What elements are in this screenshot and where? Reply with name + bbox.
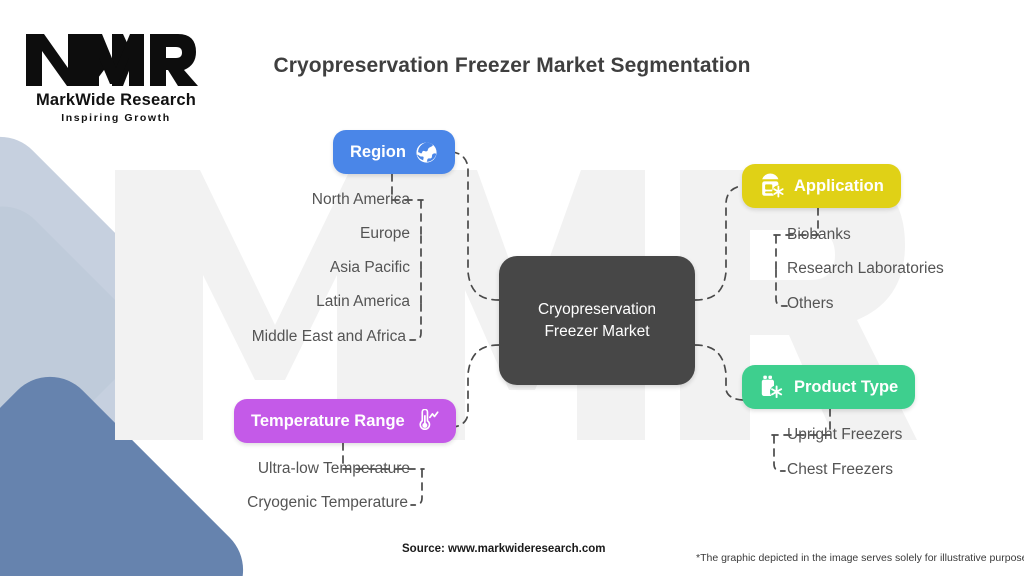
connector-application-item-2 [775, 269, 788, 307]
center-node-line-1: Cryopreservation [537, 300, 657, 318]
disclaimer-note: *The graphic depicted in the image serve… [696, 552, 1024, 564]
globe-icon [415, 141, 438, 164]
page-title: Cryopreservation Freezer Market Segmenta… [273, 54, 751, 77]
leaf-application-0: Biobanks [787, 226, 851, 243]
leaf-temperature-1: Cryogenic Temperature [247, 494, 408, 511]
connector-product-item-1 [773, 435, 786, 472]
source-credit: Source: www.markwideresearch.com [402, 543, 606, 555]
connector-region-item-1 [420, 200, 424, 236]
branch-pill-application[interactable]: Application [742, 164, 901, 208]
logo-company-name: MarkWide Research [35, 91, 197, 109]
chest-freezer-snowflake-icon [759, 374, 785, 400]
logo-tagline: Inspiring Growth [61, 112, 171, 124]
brand-logo: MarkWide Research Inspiring Growth [22, 28, 222, 124]
connector-center-application [694, 185, 745, 301]
connector-center-region [449, 151, 500, 301]
leaf-product-1: Chest Freezers [787, 461, 893, 478]
connector-center-temperature [451, 344, 500, 428]
connector-region-item-4 [409, 303, 422, 341]
branch-label-temperature-range: Temperature Range [251, 411, 405, 430]
connector-application-item-0 [773, 207, 819, 236]
freezer-snowflake-icon [759, 173, 785, 199]
connector-region-item-2 [420, 235, 424, 270]
connector-region-item-0 [391, 173, 424, 201]
thermometer-icon [414, 409, 439, 433]
branch-pill-temperature-range[interactable]: Temperature Range [234, 399, 456, 443]
leaf-region-3: Latin America [316, 293, 410, 310]
leaf-temperature-0: Ultra-low Temperature [257, 460, 410, 477]
center-node-line-2: Freezer Market [544, 322, 650, 340]
connector-temp-item-1 [410, 469, 423, 506]
connector-temp-item-0 [342, 442, 425, 470]
branch-label-application: Application [794, 176, 884, 195]
connector-product-item-0 [771, 408, 831, 436]
leaf-application-2: Others [787, 295, 834, 312]
leaf-region-1: Europe [360, 225, 410, 242]
leaf-application-1: Research Laboratories [787, 260, 944, 277]
leaf-region-2: Asia Pacific [329, 259, 410, 276]
branch-pill-product-type[interactable]: Product Type [742, 365, 916, 409]
center-node[interactable]: Cryopreservation Freezer Market [499, 256, 695, 385]
connector-center-product [694, 344, 745, 401]
branch-label-region: Region [350, 142, 406, 161]
leaf-region-0: North America [311, 191, 410, 208]
connector-application-item-1 [773, 235, 777, 270]
mwr-monogram-icon [26, 34, 198, 86]
branch-label-product-type: Product Type [794, 377, 899, 396]
connector-region-item-3 [420, 269, 424, 304]
leaf-product-0: Upright Freezers [787, 426, 903, 443]
leaf-region-4: Middle East and Africa [251, 328, 406, 345]
branch-pill-region[interactable]: Region [333, 130, 455, 174]
